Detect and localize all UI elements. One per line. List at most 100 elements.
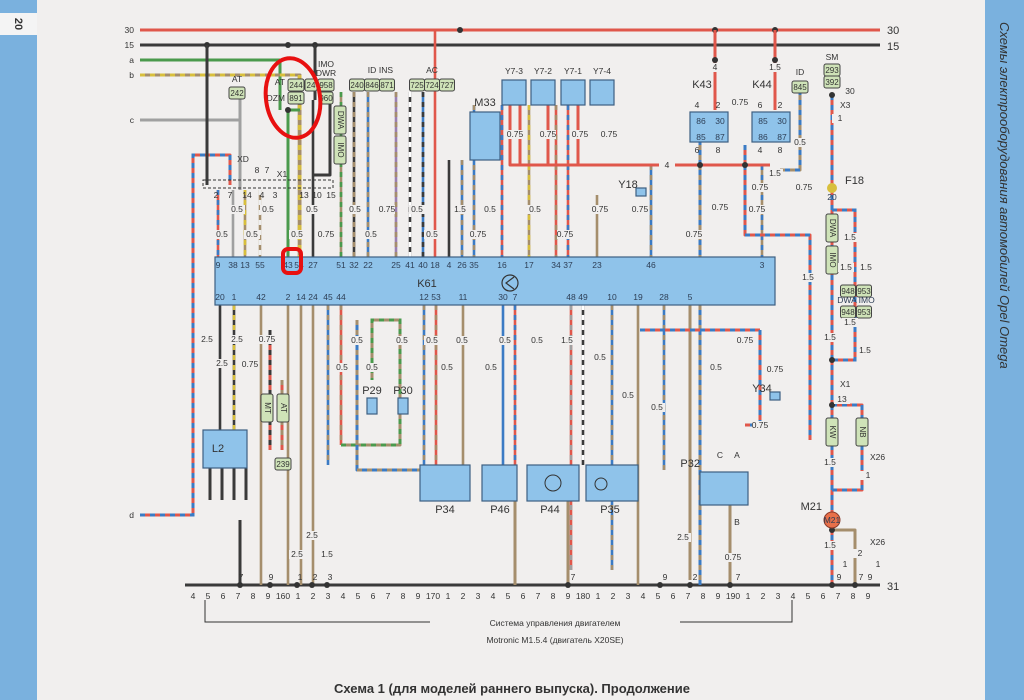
wire-gauge-label: 0.75 [725,552,742,562]
wire-gauge-label: 0.5 [456,335,468,345]
ground-scale-number: 1 [746,591,751,601]
y7-1-injector[interactable] [560,79,586,106]
l2-ignition-coil[interactable] [202,429,248,469]
wire-gauge-label: 1.5 [802,272,814,282]
tag-imo-vert-frame [333,135,347,165]
wire-gauge-label: 1 [838,113,843,123]
ground-scale-number: 170 [426,591,440,601]
wire-label-bg [507,130,523,139]
wire-label-bg [725,553,741,562]
wire-gauge-label: 2.5 [291,549,303,559]
wire-label-bg [527,205,543,214]
tag-kw-frame [825,417,839,447]
junction-dot [742,162,748,168]
tag-ac-727: 727 [439,78,455,92]
ground-scale-number: 7 [236,591,241,601]
tag-id-871: 871 [379,78,395,92]
wire-label-bg [858,263,874,272]
k61-pin-bottom: 28 [659,292,669,302]
wire-label-bg [870,560,886,569]
p32-sensor[interactable] [699,471,749,506]
tag-891: 891 [287,91,305,105]
line-c-label: c [130,115,135,125]
ground-scale-number: 180 [576,591,590,601]
wire-label-bg [319,550,335,559]
wire-gauge-label: 0.5 [336,362,348,372]
subsystem-subtitle: Motronic M1.5.4 (двигатель X20SE) [486,635,623,645]
tag-953: 953 [856,284,872,298]
x3-label: X3 [840,100,851,110]
k61-control-unit[interactable] [214,256,776,306]
wire-gauge-label: 4 [665,160,670,170]
p35-sensor[interactable] [585,464,639,502]
wire-label-bg [686,230,702,239]
k44-relay[interactable] [751,111,791,143]
p32-pin-c: C [717,450,723,460]
wire-label-bg [304,531,320,540]
id2-label: ID [796,67,805,77]
k61-pin-top: 16 [497,260,507,270]
ground-scale-number: 5 [656,591,661,601]
f18-label: F18 [845,175,864,187]
wire-gauge-label: 0.5 [396,335,408,345]
wire-gauge-label: 2.5 [216,358,228,368]
k43-relay[interactable] [689,111,729,143]
y7-3-injector[interactable] [501,79,527,106]
f18-number: 20 [827,192,837,202]
k61-pin-bottom: 42 [256,292,266,302]
wire-label-bg [767,169,783,178]
tag-392-text: 392 [825,78,839,87]
wire-label-bg [732,98,748,107]
junction-dot [285,107,291,113]
wire-gauge-label: 0.5 [710,362,722,372]
left-side-strip [0,0,37,700]
dwr-label: DWR [316,68,336,78]
tag-948-frame [840,284,856,298]
tag-242-frame [228,86,246,100]
tag-960-text: 960 [319,94,333,103]
tag-953-b: 953 [856,305,872,319]
tag-891-text: 891 [289,94,303,103]
y18-valve[interactable] [635,187,647,197]
p29-sensor[interactable] [366,397,378,415]
wire-label-bg [439,363,455,372]
wire-label-bg [767,63,783,72]
p46-sensor[interactable] [481,464,518,502]
wire-gauge-label: 0.5 [231,204,243,214]
m21-motor-icon [823,511,841,529]
y34-valve[interactable] [769,391,781,401]
x26-label: X26 [870,452,885,462]
wire-label-bg [592,353,608,362]
ground-scale-number: 1 [596,591,601,601]
tag-953-b-text: 953 [857,308,871,317]
x1-pin: 10 [312,190,322,200]
tag-id-240-text: 240 [350,81,364,90]
ground-scale-number: 8 [401,591,406,601]
k44-terminal: 85 [758,116,768,126]
k61-pin-bottom: 11 [459,292,468,302]
y7-2-injector[interactable] [530,79,556,106]
y7-4-injector[interactable] [589,79,615,106]
wire-gauge-label: 0.75 [540,129,557,139]
k61-pin-bottom: 20 [215,292,225,302]
junction-dot [237,582,243,588]
wire-gauge-label: 0.5 [291,229,303,239]
tag-nb-frame [855,417,869,447]
wire-label-bg [834,395,850,404]
ground-scale-number: 190 [726,591,740,601]
junction-dot [829,527,835,533]
junction-dot [309,582,315,588]
ground-scale-number: 8 [251,591,256,601]
p34-sensor[interactable] [419,464,471,502]
wire-gauge-label: 0.5 [441,362,453,372]
m33-component[interactable] [469,111,501,161]
wire-label-bg [752,183,768,192]
p34-label: P34 [435,504,455,516]
k61-pin-top: 46 [646,260,656,270]
wire-label-bg [364,363,380,372]
junction-dot [687,582,693,588]
wire-gauge-label: 1.5 [454,204,466,214]
tag-id-846: 846 [364,78,380,92]
p44-sensor[interactable] [526,464,580,502]
p30-sensor[interactable] [397,397,409,415]
